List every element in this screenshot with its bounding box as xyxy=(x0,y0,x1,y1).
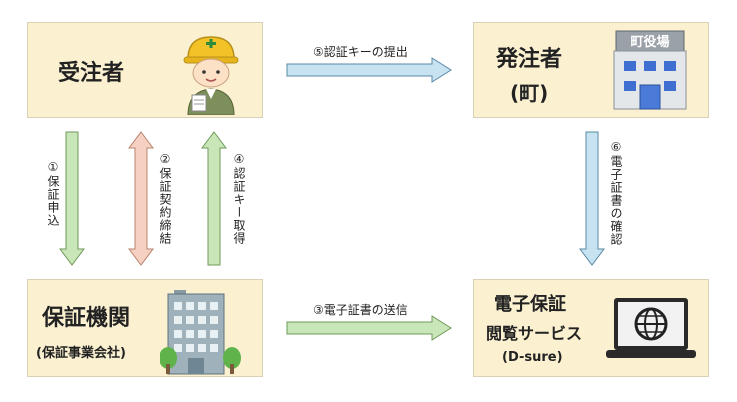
laptop-globe-icon xyxy=(606,298,696,358)
arrow-e1 xyxy=(59,131,85,266)
orderer-sub: (町) xyxy=(510,81,549,105)
guarantor-label: 保証機関 xyxy=(42,306,131,331)
arrow-e2 xyxy=(128,131,154,266)
arrow-e5 xyxy=(286,57,452,83)
label-e4: ④認証キー取得 xyxy=(232,152,246,245)
town-hall-icon: 町役場 xyxy=(613,30,687,110)
worker-icon xyxy=(183,36,239,115)
orderer-box: 発注者 (町) 町役場 xyxy=(473,22,709,118)
label-e5: ⑤認証キーの提出 xyxy=(313,45,408,59)
town-hall-sign: 町役場 xyxy=(630,34,669,50)
service-sub: (D-sure) xyxy=(502,350,563,365)
label-e1: ①保証申込 xyxy=(46,160,60,227)
office-building-icon xyxy=(160,290,241,375)
guarantor-sub: (保証事業会社) xyxy=(36,346,126,361)
service-label-line1: 電子保証 xyxy=(494,294,566,315)
arrow-e4 xyxy=(201,131,227,266)
arrow-e6 xyxy=(579,131,605,266)
guarantor-box: 保証機関 (保証事業会社) xyxy=(27,279,263,377)
contractor-box: 受注者 xyxy=(27,22,263,118)
contractor-label: 受注者 xyxy=(58,61,125,86)
orderer-label: 発注者 xyxy=(496,47,563,72)
label-e3: ③電子証書の送信 xyxy=(313,303,408,317)
service-box: 電子保証 閲覧サービス (D-sure) xyxy=(473,279,709,377)
arrow-e3 xyxy=(286,315,452,341)
label-e6: ⑥電子証書の確認 xyxy=(609,140,623,246)
label-e2: ②保証契約締結 xyxy=(158,152,172,245)
service-label-line2: 閲覧サービス xyxy=(486,324,583,343)
